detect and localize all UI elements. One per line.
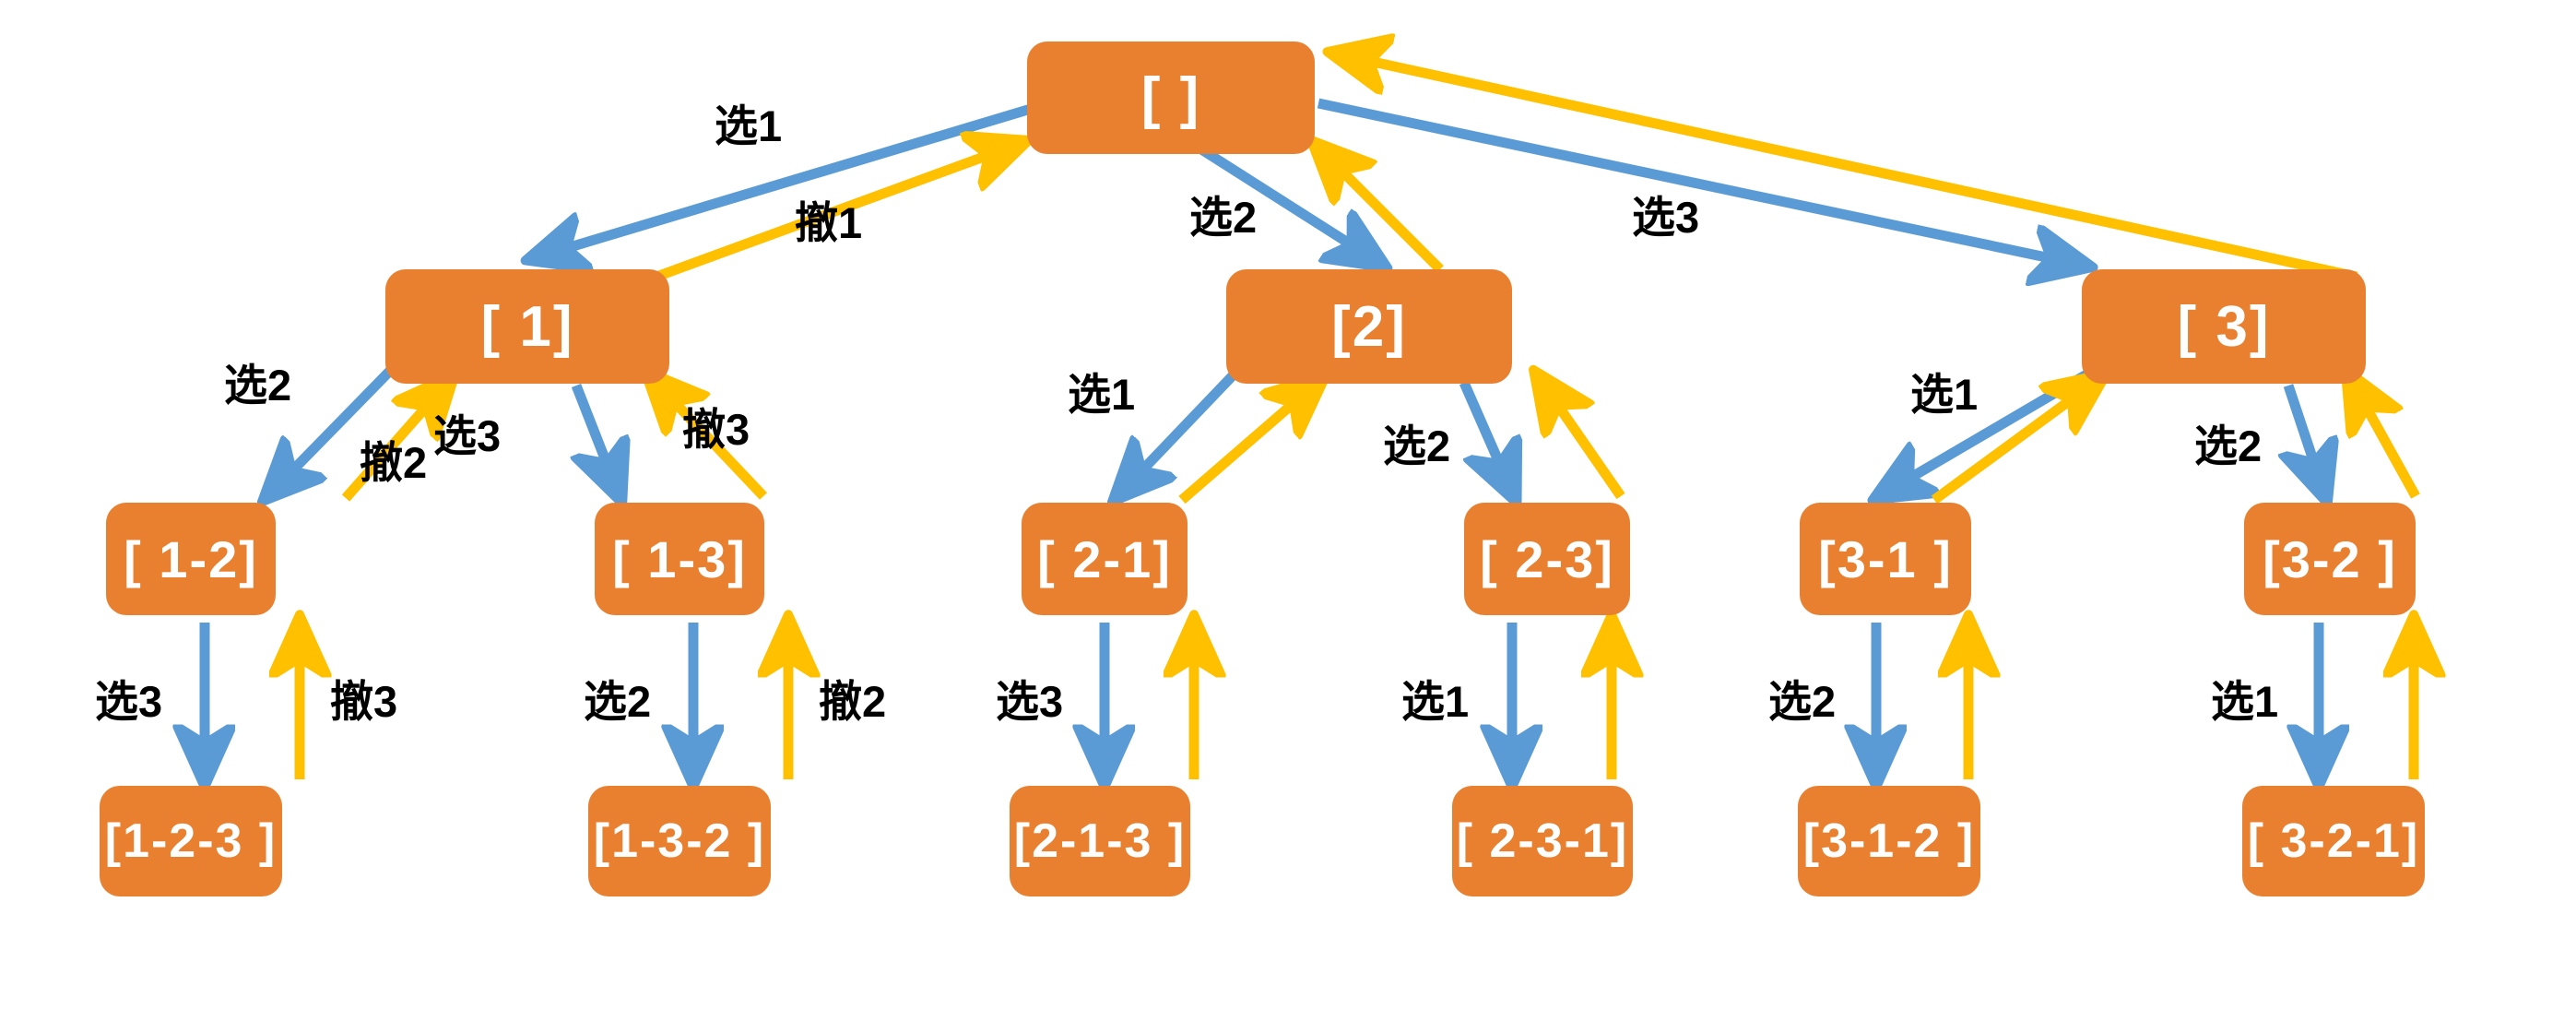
edge-label-e-12-123: 选3 <box>95 677 163 726</box>
edge-label-e-13-132: 选2 <box>584 677 652 726</box>
edge-label-e-root-1: 选1 <box>715 101 783 150</box>
edge-undo <box>650 376 767 500</box>
node-n32[interactable]: [3-2 ] <box>2244 503 2416 615</box>
edge-label-e-23-231: 选1 <box>1401 677 1470 726</box>
edge-label-e-1-12: 选2 <box>224 361 292 410</box>
node-n3[interactable]: [ 3] <box>2082 269 2366 384</box>
node-label: [ 1] <box>480 294 574 359</box>
edge-label-e-132-13: 撤2 <box>819 677 887 726</box>
edge-label-e-2-23: 选2 <box>1383 421 1451 470</box>
node-label: [3-1-2 ] <box>1802 814 1976 868</box>
node-n13[interactable]: [ 1-3] <box>595 503 764 615</box>
edge-label-e-root-2: 选2 <box>1189 193 1258 242</box>
edge-undo <box>1317 146 1444 273</box>
edge-select <box>576 383 620 496</box>
node-n23[interactable]: [ 2-3] <box>1464 503 1630 615</box>
node-n213[interactable]: [2-1-3 ] <box>1010 786 1190 896</box>
edge-label-e-root-3: 选3 <box>1632 193 1700 242</box>
edge-undo <box>655 143 1022 282</box>
node-label: [2-1-3 ] <box>1013 814 1187 868</box>
edge-label-e-3-31: 选1 <box>1910 370 1979 419</box>
node-n31[interactable]: [3-1 ] <box>1800 503 1971 615</box>
node-label: [ 3-2-1] <box>2247 814 2420 868</box>
node-label: [ 1-2] <box>124 529 258 588</box>
node-label: [ 2-3] <box>1480 529 1614 588</box>
edge-select <box>1117 367 1241 496</box>
node-n132[interactable]: [1-3-2 ] <box>588 786 771 896</box>
edge-label-e-32-321: 选1 <box>2211 677 2279 726</box>
node-n21[interactable]: [ 2-1] <box>1022 503 1188 615</box>
node-label: [1-2-3 ] <box>104 814 278 868</box>
edge-select <box>267 365 396 496</box>
node-n231[interactable]: [ 2-3-1] <box>1452 786 1633 896</box>
edge-label-e-2-21: 选1 <box>1068 370 1136 419</box>
node-label: [3-1 ] <box>1818 529 1953 588</box>
node-label: [ 2-1] <box>1037 529 1172 588</box>
node-n312[interactable]: [3-1-2 ] <box>1798 786 1980 896</box>
node-label: [ 3] <box>2177 294 2271 359</box>
edge-label-e-123-12: 撤3 <box>330 677 398 726</box>
edge-select <box>1459 380 1514 496</box>
node-label: [2] <box>1331 294 1407 359</box>
edge-label-e-13-1: 撤3 <box>682 405 750 454</box>
edge-select <box>1317 98 2086 266</box>
edge-label-e-1-13: 选3 <box>433 411 502 460</box>
edge-label-e-21-213: 选3 <box>996 677 1064 726</box>
node-label: [ 2-3-1] <box>1456 814 1629 868</box>
edge-label-e-1-root: 撤1 <box>795 198 863 247</box>
node-n321[interactable]: [ 3-2-1] <box>2242 786 2425 896</box>
edge-undo <box>2349 376 2420 499</box>
node-label: [ 1-3] <box>612 529 747 588</box>
edge-undo <box>1178 380 1320 504</box>
edge-select <box>2288 384 2325 496</box>
edge-label-e-12-1: 撤2 <box>360 438 428 487</box>
node-n1[interactable]: [ 1] <box>385 269 669 384</box>
edge-undo <box>1335 53 2358 282</box>
node-n2[interactable]: [2] <box>1226 269 1512 384</box>
edge-select <box>533 103 1033 258</box>
edge-undo <box>1931 378 2100 504</box>
edge-label-e-31-312: 选2 <box>1768 677 1837 726</box>
node-label: [ ] <box>1140 65 1201 130</box>
node-n12[interactable]: [ 1-2] <box>106 503 276 615</box>
node-label: [3-2 ] <box>2263 529 2397 588</box>
node-root[interactable]: [ ] <box>1027 42 1315 154</box>
edge-label-e-3-32: 选2 <box>2194 421 2263 470</box>
node-n123[interactable]: [1-2-3 ] <box>100 786 282 896</box>
node-label: [1-3-2 ] <box>593 814 766 868</box>
edge-undo <box>341 380 450 502</box>
edge-undo <box>1538 376 1625 500</box>
edge-select <box>1196 143 1381 264</box>
